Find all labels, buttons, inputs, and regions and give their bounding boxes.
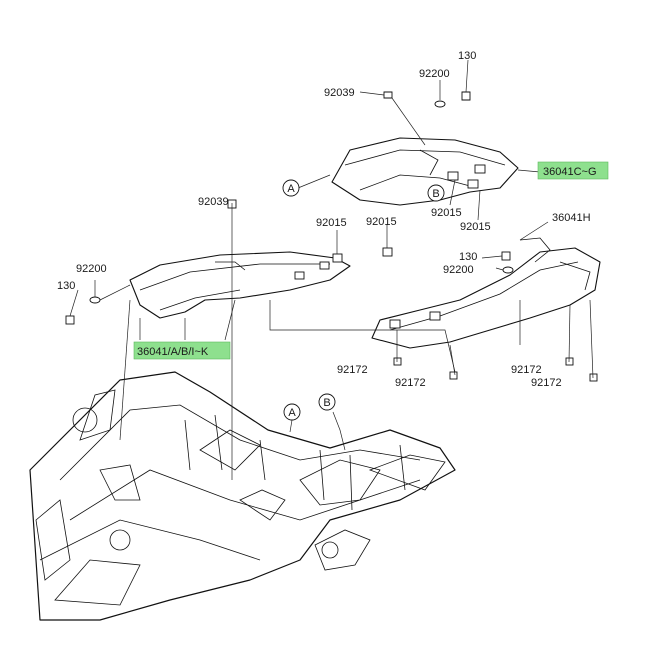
highlight-36041cg [537,161,609,180]
label-130-top[interactable]: 130 [458,50,476,62]
part-36041h-cover[interactable] [371,237,601,349]
label-92172-d[interactable]: 92172 [531,377,562,389]
callout-letter: A [288,407,296,419]
label-92015-d[interactable]: 92015 [366,216,397,228]
label-36041cg[interactable]: 36041C~G [543,166,597,178]
label-130-mid[interactable]: 130 [459,251,477,263]
part-36041abik-cover[interactable] [129,251,351,319]
label-130-left[interactable]: 130 [57,280,75,292]
label-92039-left[interactable]: 92039 [198,196,229,208]
label-92015-a[interactable]: 92015 [431,207,462,219]
callout-b-top: B [427,184,445,202]
callout-letter: B [432,188,439,200]
label-92039-top[interactable]: 92039 [324,87,355,99]
callout-a-frame: A [283,403,301,421]
label-92172-b[interactable]: 92172 [395,377,426,389]
label-92015-c[interactable]: 92015 [316,217,347,229]
label-92172-c[interactable]: 92172 [511,364,542,376]
part-labels: 130 92200 92039 36041C~G 92015 92015 360… [57,50,597,389]
label-36041abik[interactable]: 36041/A/B/I~K [137,346,209,358]
highlight-36041abik [133,341,231,360]
part-36041cg-cover[interactable] [331,137,519,206]
label-92200-top[interactable]: 92200 [419,68,450,80]
callout-letter: B [323,397,330,409]
label-92172-a[interactable]: 92172 [337,364,368,376]
hardware-items [65,91,598,382]
label-36041h[interactable]: 36041H [552,212,591,224]
label-92200-mid[interactable]: 92200 [443,264,474,276]
frame-assembly [29,371,456,621]
label-92015-b[interactable]: 92015 [460,221,491,233]
callout-b-frame: B [318,393,336,411]
callout-letter: A [287,183,295,195]
label-92200-left[interactable]: 92200 [76,263,107,275]
callout-a-top: A [282,179,300,197]
